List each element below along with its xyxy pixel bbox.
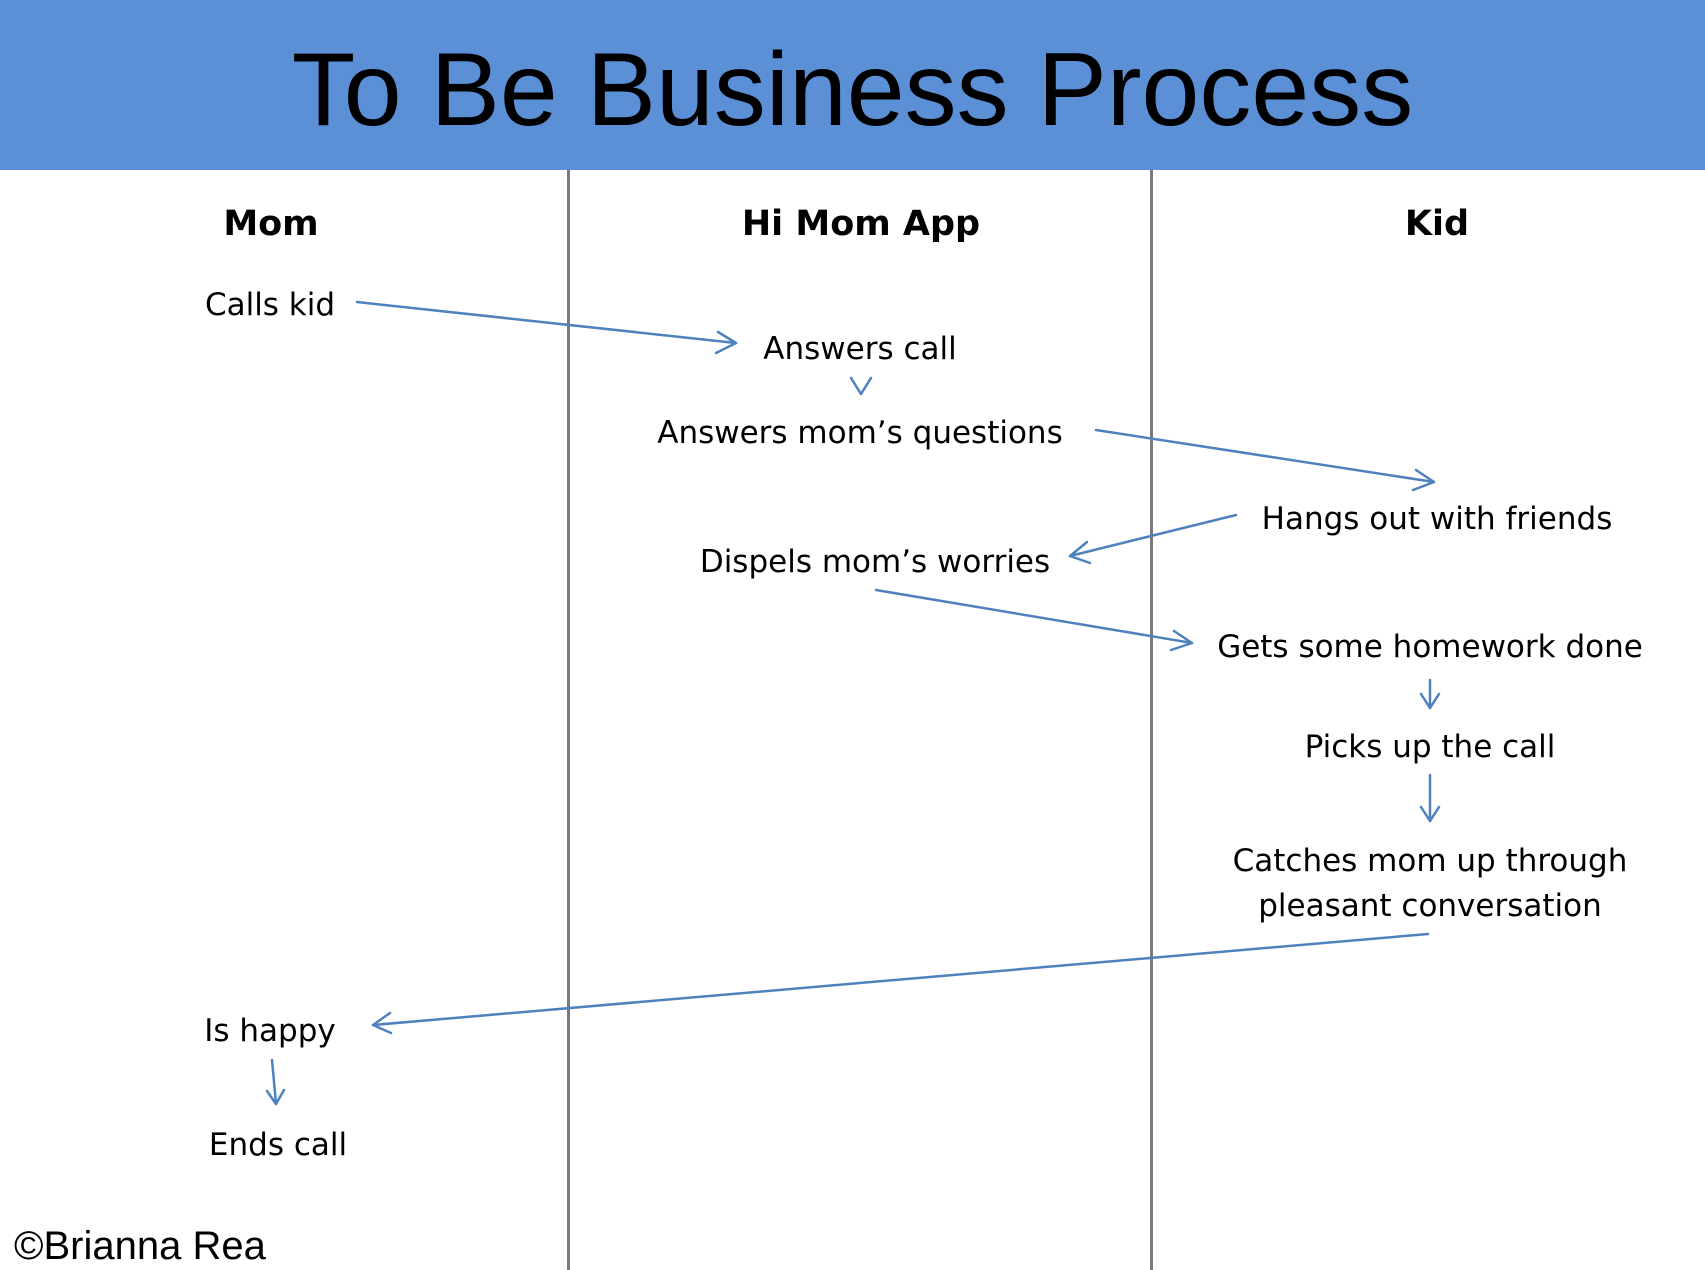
step-picks-up: Picks up the call bbox=[1304, 729, 1556, 765]
step-is-happy: Is happy bbox=[204, 1013, 336, 1049]
step-answers-questions: Answers mom’s questions bbox=[657, 415, 1063, 451]
flow-arrow-dispels-to-homework bbox=[874, 588, 1194, 652]
title-banner bbox=[0, 0, 1705, 170]
lane-divider-app-kid bbox=[1150, 170, 1153, 1270]
flow-arrow-homework-to-picks-up bbox=[1419, 678, 1441, 710]
flow-arrow-calls-to-answers bbox=[355, 300, 738, 355]
step-hangs-out: Hangs out with friends bbox=[1261, 501, 1613, 537]
diagram-title: To Be Business Process bbox=[291, 32, 1414, 148]
step-dispels-worries: Dispels mom’s worries bbox=[699, 544, 1051, 580]
flow-arrow-picks-up-to-catches-up bbox=[1419, 773, 1441, 823]
flow-arrow-questions-to-hangs-out bbox=[1094, 428, 1436, 492]
lane-header-mom: Mom bbox=[223, 204, 319, 244]
step-catches-up-line1: Catches mom up through bbox=[1232, 843, 1628, 879]
step-homework: Gets some homework done bbox=[1217, 629, 1643, 665]
step-answers-call: Answers call bbox=[763, 331, 957, 367]
copyright-credit: ©Brianna Rea bbox=[14, 1224, 266, 1268]
flow-arrow-happy-to-ends bbox=[265, 1058, 286, 1106]
lane-header-app: Hi Mom App bbox=[741, 204, 981, 244]
lane-divider-mom-app bbox=[567, 170, 570, 1270]
flow-arrow-hangs-out-to-dispels bbox=[1068, 513, 1238, 565]
step-catches-up-line2: pleasant conversation bbox=[1258, 888, 1602, 924]
step-calls-kid: Calls kid bbox=[204, 287, 336, 323]
flow-arrow-answers-to-questions bbox=[849, 376, 873, 396]
flow-arrow-catches-up-to-happy bbox=[371, 932, 1430, 1035]
lane-header-kid: Kid bbox=[1404, 204, 1470, 244]
step-ends-call: Ends call bbox=[208, 1127, 348, 1163]
